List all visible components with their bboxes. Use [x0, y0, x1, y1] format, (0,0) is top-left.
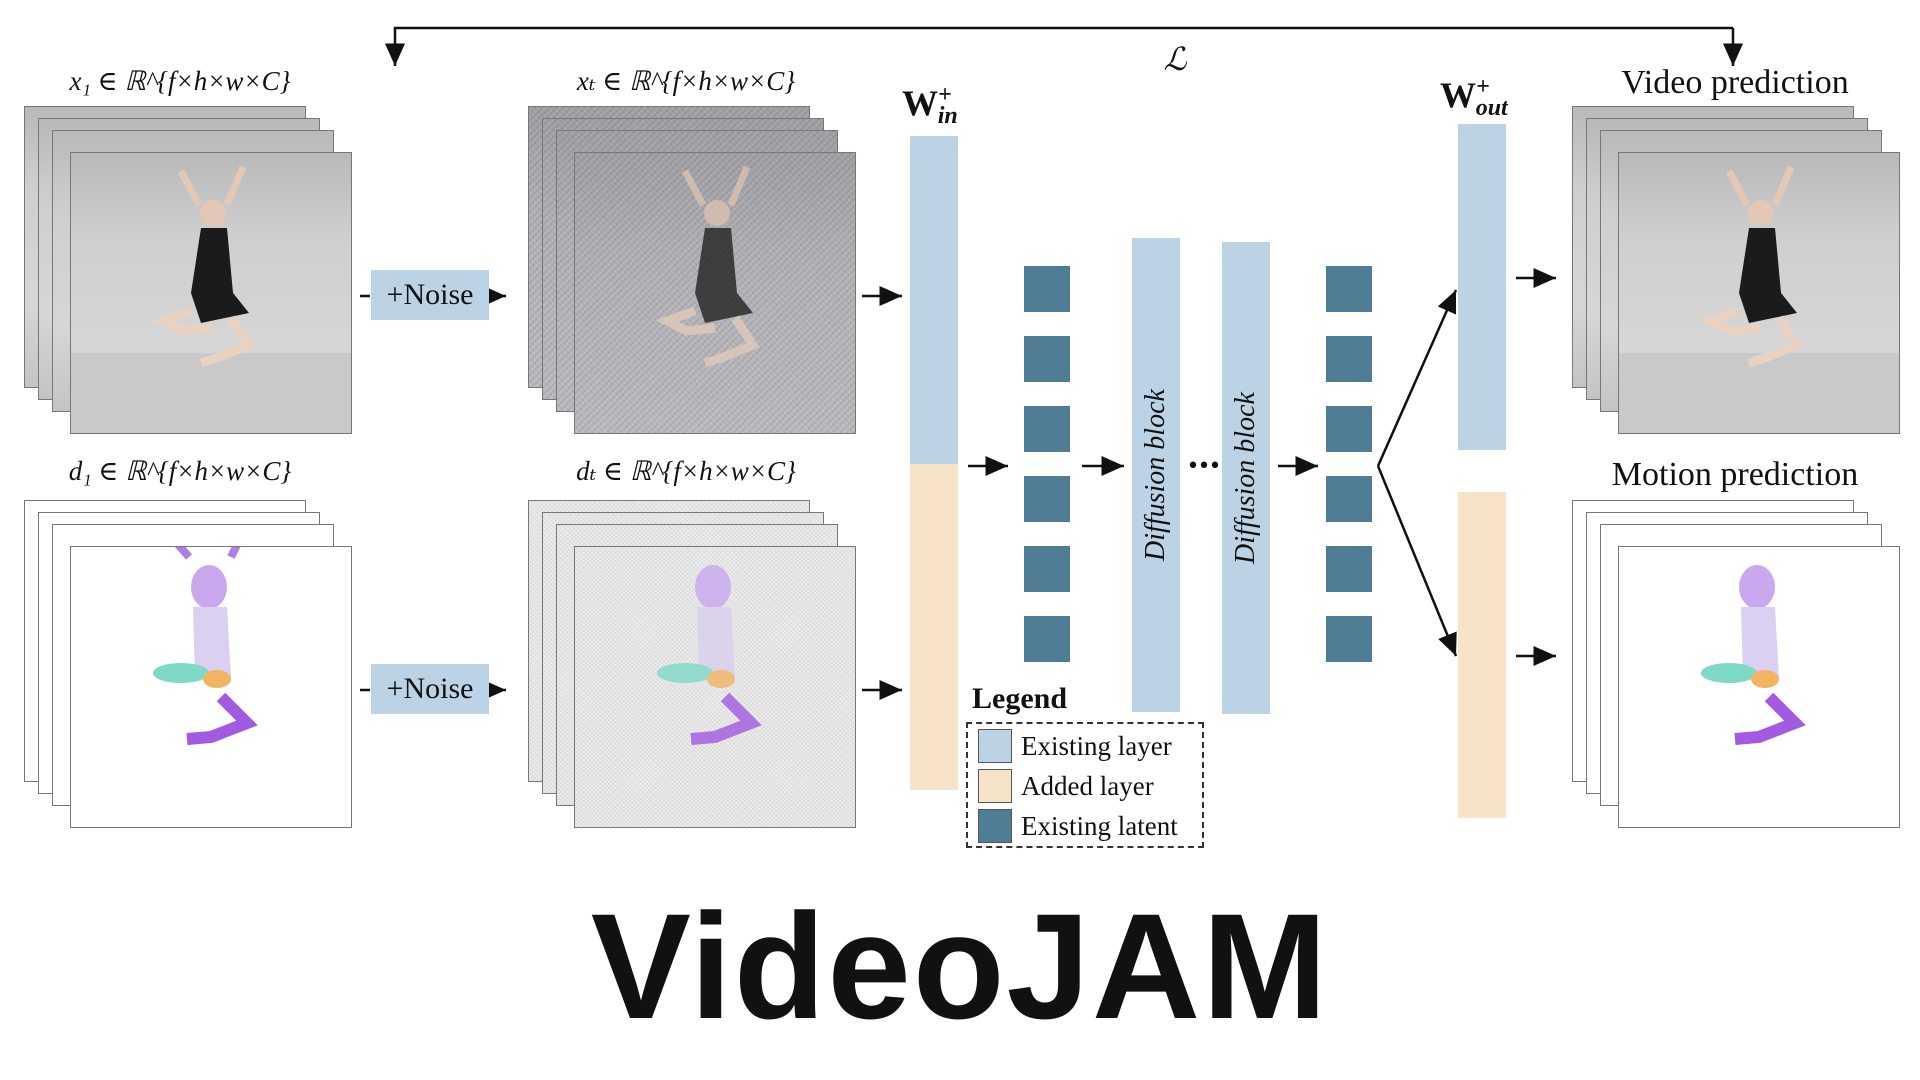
- w-in-label: W+in: [902, 82, 958, 130]
- legend-label: Existing latent: [1021, 810, 1178, 841]
- latent-token: [1326, 266, 1372, 312]
- latent-token: [1326, 406, 1372, 452]
- d1-label: d₁ ∈ ℝ^{f×h×w×C}: [68, 456, 292, 486]
- page-title: VideoJAM: [590, 882, 1330, 1050]
- xt-label: xₜ ∈ ℝ^{f×h×w×C}: [576, 66, 796, 96]
- noise-box-motion: +Noise: [371, 664, 489, 714]
- w-in-added-layer: [910, 464, 958, 790]
- predicted-flow-image: [1701, 565, 1806, 745]
- noisy-optical-flow-image: [657, 565, 762, 745]
- legend-swatch: [978, 809, 1012, 843]
- optical-flow-image: [153, 547, 258, 745]
- latent-token: [1024, 266, 1070, 312]
- w-out-existing-layer: [1458, 124, 1506, 450]
- legend-box: Existing layer Added layer Existing late…: [966, 722, 1204, 848]
- noisy-video-frames: [528, 106, 858, 436]
- legend-item-added-layer: Added layer: [978, 768, 1154, 804]
- ellipsis: •••: [1186, 454, 1222, 479]
- latent-token: [1024, 476, 1070, 522]
- clean-video-frames: [24, 106, 354, 436]
- loss-label: ℒ: [1163, 41, 1187, 77]
- noisy-dancer-image: [655, 165, 760, 368]
- pred-video-frame-front: [1618, 152, 1900, 434]
- noisy-motion-frames: [528, 500, 858, 830]
- latent-token: [1326, 546, 1372, 592]
- video-prediction-frames: [1572, 106, 1902, 436]
- latent-token: [1326, 616, 1372, 662]
- x1-label: x₁ ∈ ℝ^{f×h×w×C}: [69, 66, 291, 96]
- dancer-image: [71, 165, 351, 433]
- diffusion-block-2: Diffusion block: [1222, 242, 1270, 714]
- legend-item-existing-layer: Existing layer: [978, 728, 1172, 764]
- diffusion-block-1: Diffusion block: [1132, 238, 1180, 712]
- loss-feedback-arrow: [385, 26, 1733, 66]
- legend-title: Legend: [972, 682, 1068, 715]
- noisy-motion-frame-front: [574, 546, 856, 828]
- video-prediction-label: Video prediction: [1621, 64, 1849, 101]
- legend-swatch: [978, 769, 1012, 803]
- latent-token: [1024, 336, 1070, 382]
- dt-label: dₜ ∈ ℝ^{f×h×w×C}: [576, 456, 796, 486]
- w-in-existing-layer: [910, 136, 958, 464]
- w-out-label: W+out: [1440, 74, 1508, 122]
- motion-prediction-frames: [1572, 500, 1902, 830]
- clean-motion-frames: [24, 500, 354, 830]
- motion-prediction-label: Motion prediction: [1611, 456, 1859, 493]
- predicted-dancer-image: [1619, 165, 1899, 433]
- latent-token: [1326, 336, 1372, 382]
- legend-item-existing-latent: Existing latent: [978, 808, 1178, 844]
- legend-swatch: [978, 729, 1012, 763]
- latent-token: [1024, 616, 1070, 662]
- pred-motion-frame-front: [1618, 546, 1900, 828]
- video-frame-front: [70, 152, 352, 434]
- noise-box-video: +Noise: [371, 270, 489, 320]
- latent-token: [1024, 546, 1070, 592]
- legend-label: Added layer: [1021, 770, 1154, 801]
- latent-token: [1024, 406, 1070, 452]
- noisy-frame-front: [574, 152, 856, 434]
- w-out-added-layer: [1458, 492, 1506, 818]
- latent-token: [1326, 476, 1372, 522]
- legend-label: Existing layer: [1021, 730, 1172, 761]
- motion-frame-front: [70, 546, 352, 828]
